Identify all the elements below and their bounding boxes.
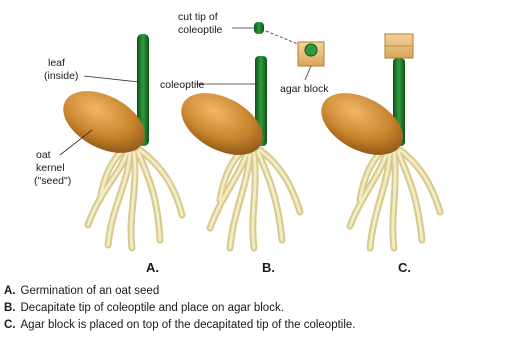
label-cut-tip-2: coleoptile — [178, 24, 223, 36]
caption-b-text: Decapitate tip of coleoptile and place o… — [21, 302, 284, 314]
panel-letter-a: A. — [146, 260, 159, 275]
label-kernel: kernel — [36, 162, 65, 174]
label-seed: ("seed") — [34, 175, 71, 187]
caption-c-text: Agar block is placed on top of the decap… — [21, 319, 356, 331]
label-agar-block: agar block — [280, 83, 329, 95]
caption-b: B. Decapitate tip of coleoptile and place… — [4, 300, 528, 317]
caption-c: C. Agar block is placed on top of the dec… — [4, 317, 528, 334]
caption-a-text: Germination of an oat seed — [21, 285, 160, 297]
caption-c-letter: C. — [4, 319, 16, 331]
agar-block-b — [298, 42, 324, 66]
label-inside: (inside) — [44, 70, 78, 82]
cut-tip — [254, 22, 264, 34]
label-oat: oat — [36, 149, 51, 161]
label-leaf: leaf — [48, 57, 65, 69]
seedling-a — [53, 34, 182, 248]
caption-list: A. Germination of an oat seed B. Decapitat… — [4, 283, 528, 334]
caption-a-letter: A. — [4, 285, 16, 297]
caption-a: A. Germination of an oat seed — [4, 283, 528, 300]
caption-b-letter: B. — [4, 302, 16, 314]
label-cut-tip-1: cut tip of — [178, 11, 218, 23]
label-coleoptile: coleoptile — [160, 79, 205, 91]
agar-block-c — [385, 34, 413, 58]
panel-letter-c: C. — [398, 260, 411, 275]
panel-letter-b: B. — [262, 260, 275, 275]
seedling-c — [311, 34, 440, 248]
